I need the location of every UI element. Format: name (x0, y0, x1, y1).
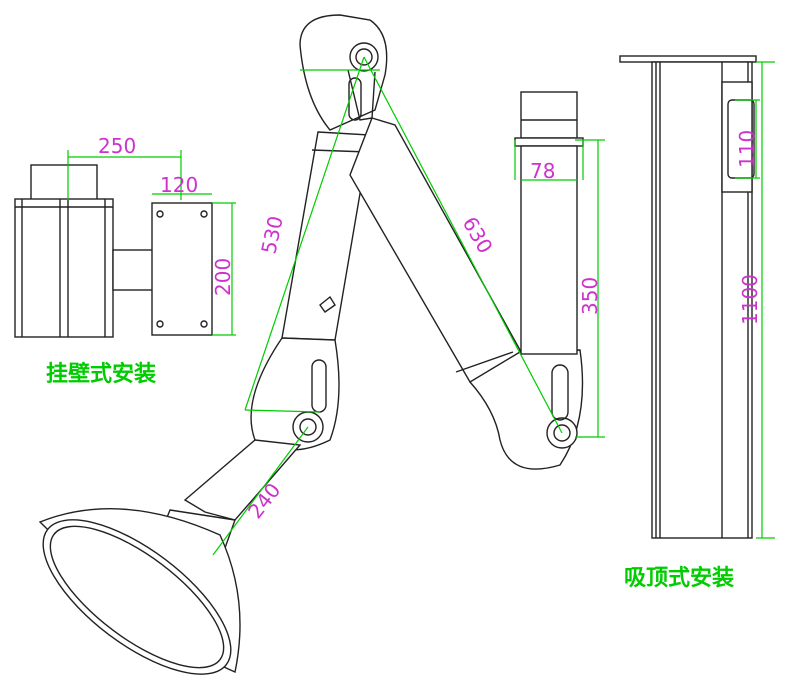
right-elbow-joint (468, 349, 584, 470)
caption-ceiling-mount: 吸顶式安装 (624, 566, 735, 591)
dim-drop-tube-width: 78 (530, 159, 555, 183)
ceiling-mount-column (619, 55, 757, 539)
caption-wall-mount: 挂壁式安装 (46, 362, 157, 387)
dim-wall-plate-width: 120 (160, 173, 198, 197)
lower-joint (250, 337, 340, 451)
arm-dimension-lines (212, 56, 605, 556)
upper-joint (299, 14, 388, 131)
wall-dimension-lines (67, 150, 236, 336)
ceiling-dimension-lines (735, 61, 775, 539)
extraction-hood (38, 508, 241, 675)
dim-lower-arm: 530 (256, 214, 287, 256)
dim-wall-plate-height: 200 (211, 258, 235, 296)
drop-tube (514, 91, 584, 355)
upper-arm-tube (349, 117, 521, 383)
wall-mount-bracket (14, 164, 213, 338)
dim-drop-tube-height: 350 (578, 277, 602, 315)
dim-ceiling-column-height: 1100 (738, 274, 762, 325)
dim-ceiling-column-offset: 110 (735, 130, 759, 168)
dim-wall-width: 250 (98, 134, 136, 158)
